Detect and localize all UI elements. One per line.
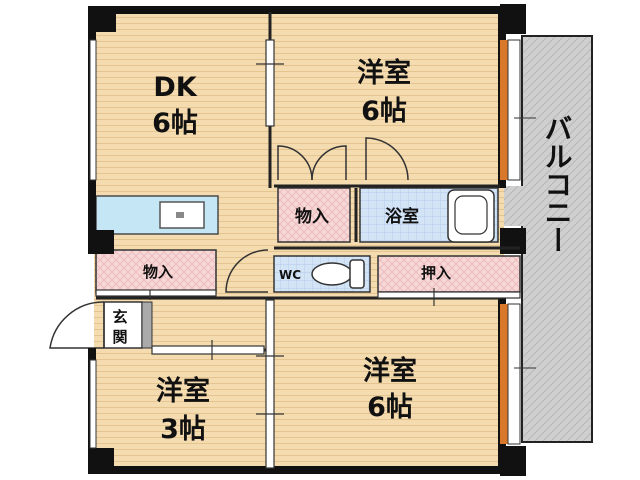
room-western-bottom-left-size: 3帖	[160, 414, 206, 445]
window-left	[89, 39, 97, 449]
wc-area	[273, 255, 371, 293]
closet-area	[377, 255, 521, 293]
room-storage-mid-label: 物入	[295, 206, 329, 227]
balcony-label: バルコニー	[541, 114, 574, 254]
room-closet-label: 押入	[421, 264, 451, 282]
room-western-bottom-right-size: 6帖	[367, 392, 413, 423]
room-entrance-label-1: 玄	[112, 308, 127, 326]
kitchen-counter	[95, 195, 219, 235]
room-western-top-size: 6帖	[361, 96, 407, 127]
room-entrance-label-2: 関	[112, 328, 127, 346]
entrance-door	[49, 301, 105, 349]
room-wc-label: WC	[279, 268, 301, 282]
room-bath-label: 浴室	[385, 206, 419, 227]
entrance-area	[103, 301, 143, 349]
hinged-doors	[225, 137, 409, 293]
room-western-top-name: 洋室	[357, 57, 411, 89]
storage-mid-area	[277, 187, 351, 243]
room-western-bottom-right-name: 洋室	[363, 355, 417, 387]
room-dk-name: DK	[153, 72, 197, 103]
balcony-windows	[500, 39, 536, 445]
sliding-doors	[95, 39, 521, 469]
room-storage-left-label: 物入	[143, 263, 173, 281]
room-western-bottom-left-name: 洋室	[156, 375, 210, 407]
bath-area	[359, 187, 499, 243]
room-dk-size: 6帖	[152, 108, 198, 139]
